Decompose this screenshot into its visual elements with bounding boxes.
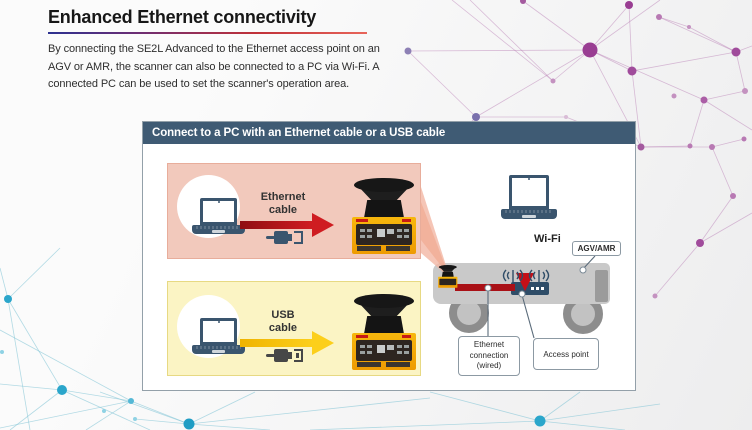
wifi-pc-laptop <box>501 175 557 219</box>
ethernet-plug-icon <box>266 228 306 246</box>
pc-circle <box>177 175 245 238</box>
purple-network-nodes <box>404 0 748 299</box>
callout-ethernet-wired: Ethernet connection (wired) <box>458 336 520 376</box>
usb-cable-label: USB cable <box>268 309 298 334</box>
access-point-leds <box>531 287 544 290</box>
pc-circle <box>177 295 245 358</box>
intro-line: AGV or AMR, the scanner can also be conn… <box>48 60 380 73</box>
access-point-device <box>511 282 549 295</box>
agv-amr-label: AGV/AMR <box>572 241 621 256</box>
laptop-icon <box>192 318 245 357</box>
panel-header: Connect to a PC with an Ethernet cable o… <box>143 122 635 144</box>
page-title: Enhanced Ethernet connectivity <box>48 7 317 27</box>
laptop-icon <box>192 198 245 237</box>
connectivity-panel: Connect to a PC with an Ethernet cable o… <box>142 121 636 391</box>
intro-line: By connecting the SE2L Advanced to the E… <box>48 43 380 55</box>
usb-arrow <box>240 331 334 355</box>
teal-network-decoration <box>0 247 661 430</box>
scanner-image <box>348 294 420 370</box>
title-underline <box>48 32 367 34</box>
teal-network-nodes <box>0 295 546 430</box>
usb-option-box: USB cable <box>167 281 421 376</box>
callout-access-point: Access point <box>533 338 599 370</box>
usb-plug-icon <box>266 346 306 364</box>
panel-body: Ethernet cable <box>143 144 635 390</box>
intro-paragraph: By connecting the SE2L Advanced to the E… <box>48 41 380 94</box>
vehicle-end-cap <box>595 270 608 302</box>
ethernet-option-box: Ethernet cable <box>167 163 421 259</box>
wifi-label: Wi-Fi <box>534 233 561 245</box>
intro-line: connected PC can be used to set the scan… <box>48 78 350 90</box>
ethernet-arrow <box>240 213 334 237</box>
vehicle-scanner <box>437 265 459 288</box>
scanner-image <box>348 178 420 254</box>
ethernet-cable-label: Ethernet cable <box>260 191 306 216</box>
